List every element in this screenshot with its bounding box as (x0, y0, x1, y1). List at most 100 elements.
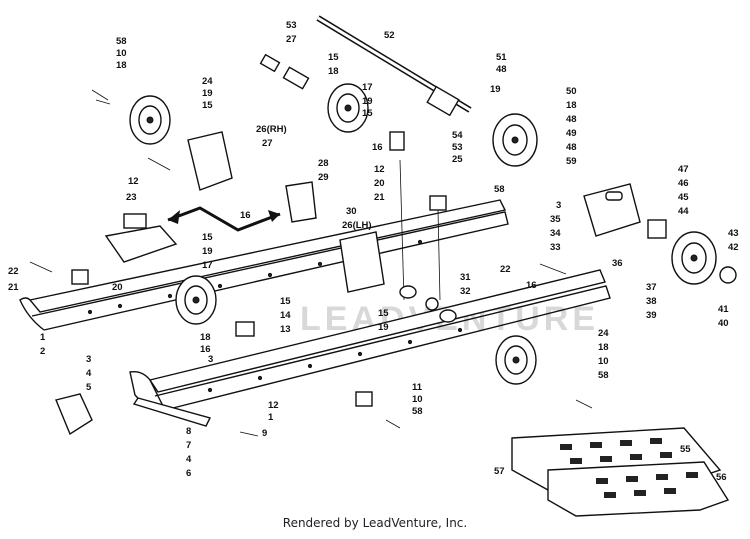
callout: 17 (202, 260, 213, 271)
callout: 51 (496, 52, 507, 63)
callout: 53 (452, 142, 463, 153)
vertical-linkage (399, 159, 457, 323)
upper-slide-rail (19, 199, 509, 331)
callout: 32 (460, 286, 471, 297)
callout: 50 (566, 86, 577, 97)
callout: 18 (598, 342, 609, 353)
callout: 36 (612, 258, 623, 269)
callout: 58 (116, 36, 127, 47)
fastener-bolts (29, 89, 593, 437)
callout: 23 (126, 192, 137, 203)
callout: 17 (362, 82, 373, 93)
callout: 10 (598, 356, 609, 367)
mid-blocks (71, 131, 447, 407)
callout: 25 (452, 154, 463, 165)
callout: 3 (208, 354, 213, 365)
callout: 15 (202, 232, 213, 243)
render-credit: Rendered by LeadVenture, Inc. (282, 516, 468, 530)
callout: 22 (8, 266, 19, 277)
callout: 16 (372, 142, 383, 153)
callout: 10 (412, 394, 423, 405)
rear-arm-bracket (285, 181, 385, 293)
callout: 3 (556, 200, 561, 211)
callout: 7 (186, 440, 191, 451)
callout: 4 (186, 454, 192, 465)
callout: 47 (678, 164, 689, 175)
callout: 46 (678, 178, 689, 189)
callout: 48 (566, 114, 577, 125)
callout: 35 (550, 214, 561, 225)
callout: 9 (262, 428, 267, 439)
lower-slide-rail (129, 269, 611, 411)
callout: 27 (286, 34, 297, 45)
idler-wheel-upper-left (129, 95, 171, 145)
callout: 58 (494, 184, 505, 195)
front-arm-bracket (104, 131, 233, 263)
callout: 31 (460, 272, 471, 283)
callout: 1 (40, 332, 46, 343)
callout: 19 (202, 88, 213, 99)
callout: 55 (680, 444, 691, 455)
callout: 3 (86, 354, 91, 365)
callout: 43 (728, 228, 739, 239)
callout: 8 (186, 426, 191, 437)
callout: 16 (200, 344, 211, 355)
callout: 39 (646, 310, 657, 321)
callout: 18 (328, 66, 339, 77)
callout: 19 (490, 84, 501, 95)
callout: 53 (286, 20, 297, 31)
callout: 45 (678, 192, 689, 203)
callout: 20 (112, 282, 123, 293)
callout: 16 (240, 210, 251, 221)
callout: 26(LH) (342, 220, 372, 231)
callout: 11 (412, 382, 423, 393)
callout: 59 (566, 156, 577, 167)
callout: 54 (452, 130, 463, 141)
callout: 40 (718, 318, 729, 329)
idler-wheel-rear (671, 231, 737, 285)
rail-holes (87, 239, 463, 393)
callout: 27 (262, 138, 273, 149)
callout: 15 (378, 308, 389, 319)
idler-wheel-upper-middle (327, 83, 369, 133)
callout: 24 (202, 76, 213, 87)
callout: 15 (328, 52, 339, 63)
callout: 41 (718, 304, 729, 315)
callout: 15 (202, 100, 213, 111)
callout: 15 (280, 296, 291, 307)
callout: 21 (8, 282, 19, 293)
callout: 6 (186, 468, 191, 479)
callout: 30 (346, 206, 357, 217)
track-clip-inset (511, 427, 730, 517)
callout: 42 (728, 242, 739, 253)
callout: 19 (378, 322, 389, 333)
front-bumper (55, 393, 93, 436)
slider-shoe (132, 397, 212, 427)
callout: 22 (500, 264, 511, 275)
callout: 14 (280, 310, 291, 321)
callout: 44 (678, 206, 689, 217)
callout: 16 (526, 280, 537, 291)
callout: 18 (116, 60, 127, 71)
shaft-spacers (259, 53, 460, 117)
callout: 12 (128, 176, 139, 187)
idler-wheel-lower-left (175, 275, 217, 325)
callout: 19 (202, 246, 213, 257)
callout: 2 (40, 346, 45, 357)
assembly-direction-arrow (167, 206, 281, 232)
callout: 1 (268, 412, 274, 423)
callout: 5 (86, 382, 92, 393)
callout: 52 (384, 30, 395, 41)
callout: 12 (268, 400, 279, 411)
callout: 48 (496, 64, 507, 75)
rear-axle-plate (583, 183, 667, 239)
callout: 13 (280, 324, 291, 335)
callout: 58 (598, 370, 609, 381)
callout: 26(RH) (256, 124, 287, 135)
callout: 20 (374, 178, 385, 189)
callout: 18 (566, 100, 577, 111)
callout: 57 (494, 466, 505, 477)
callout: 34 (550, 228, 561, 239)
callout: 37 (646, 282, 657, 293)
